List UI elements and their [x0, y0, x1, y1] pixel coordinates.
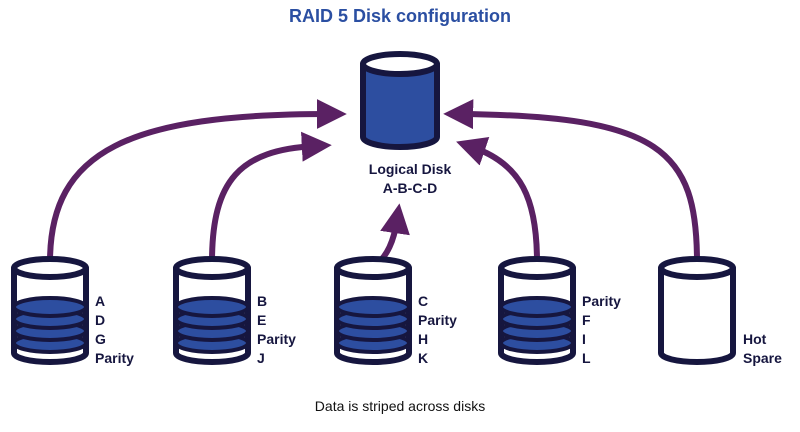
disk-4-labels: Parity F I L: [582, 292, 621, 368]
disk-3-label: Parity: [418, 312, 457, 328]
disk-1-label: Parity: [95, 350, 134, 366]
logical-disk-label-line1: Logical Disk: [368, 161, 452, 177]
hot-spare-label: Hot: [743, 331, 767, 347]
logical-disk-icon: [360, 51, 440, 150]
disk-3-label: C: [418, 293, 429, 309]
disk-3-label: K: [418, 350, 429, 366]
disk-2-label: J: [257, 350, 265, 366]
disk-1-label: G: [95, 331, 106, 347]
disk-2-label: Parity: [257, 331, 296, 347]
arrow-disk-1: [47, 99, 347, 265]
disk-2-label: E: [257, 312, 267, 328]
disk-2-icon: [173, 256, 251, 365]
disk-1-icon: [11, 256, 89, 365]
disk-3-icon: [334, 256, 412, 365]
disk-3-labels: C Parity H K: [418, 292, 457, 368]
arrow-disk-2: [209, 131, 332, 265]
disk-1-label: D: [95, 312, 106, 328]
disk-1-label: A: [95, 293, 106, 309]
disk-4-label: L: [582, 350, 591, 366]
disk-4-label: I: [582, 331, 586, 347]
arrow-hot-spare: [443, 99, 700, 265]
caption: Data is striped across disks: [314, 398, 486, 414]
logical-disk-label-line2: A-B-C-D: [382, 180, 438, 196]
arrows: [47, 99, 700, 271]
hot-spare-label: Spare: [743, 350, 782, 366]
disk-4-label: F: [582, 312, 591, 328]
hot-spare-labels: Hot Spare: [743, 330, 782, 368]
arrow-disk-4: [456, 137, 540, 265]
diagram-title: RAID 5 Disk configuration: [288, 6, 512, 26]
disk-4-label: Parity: [582, 293, 621, 309]
logical-disk-label: Logical Disk A-B-C-D: [330, 160, 490, 198]
disk-2-labels: B E Parity J: [257, 292, 296, 368]
disk-1-labels: A D G Parity: [95, 292, 134, 368]
disk-2-label: B: [257, 293, 268, 309]
hot-spare-icon: [658, 256, 736, 365]
disk-4-icon: [498, 256, 576, 365]
disk-3-label: H: [418, 331, 429, 347]
